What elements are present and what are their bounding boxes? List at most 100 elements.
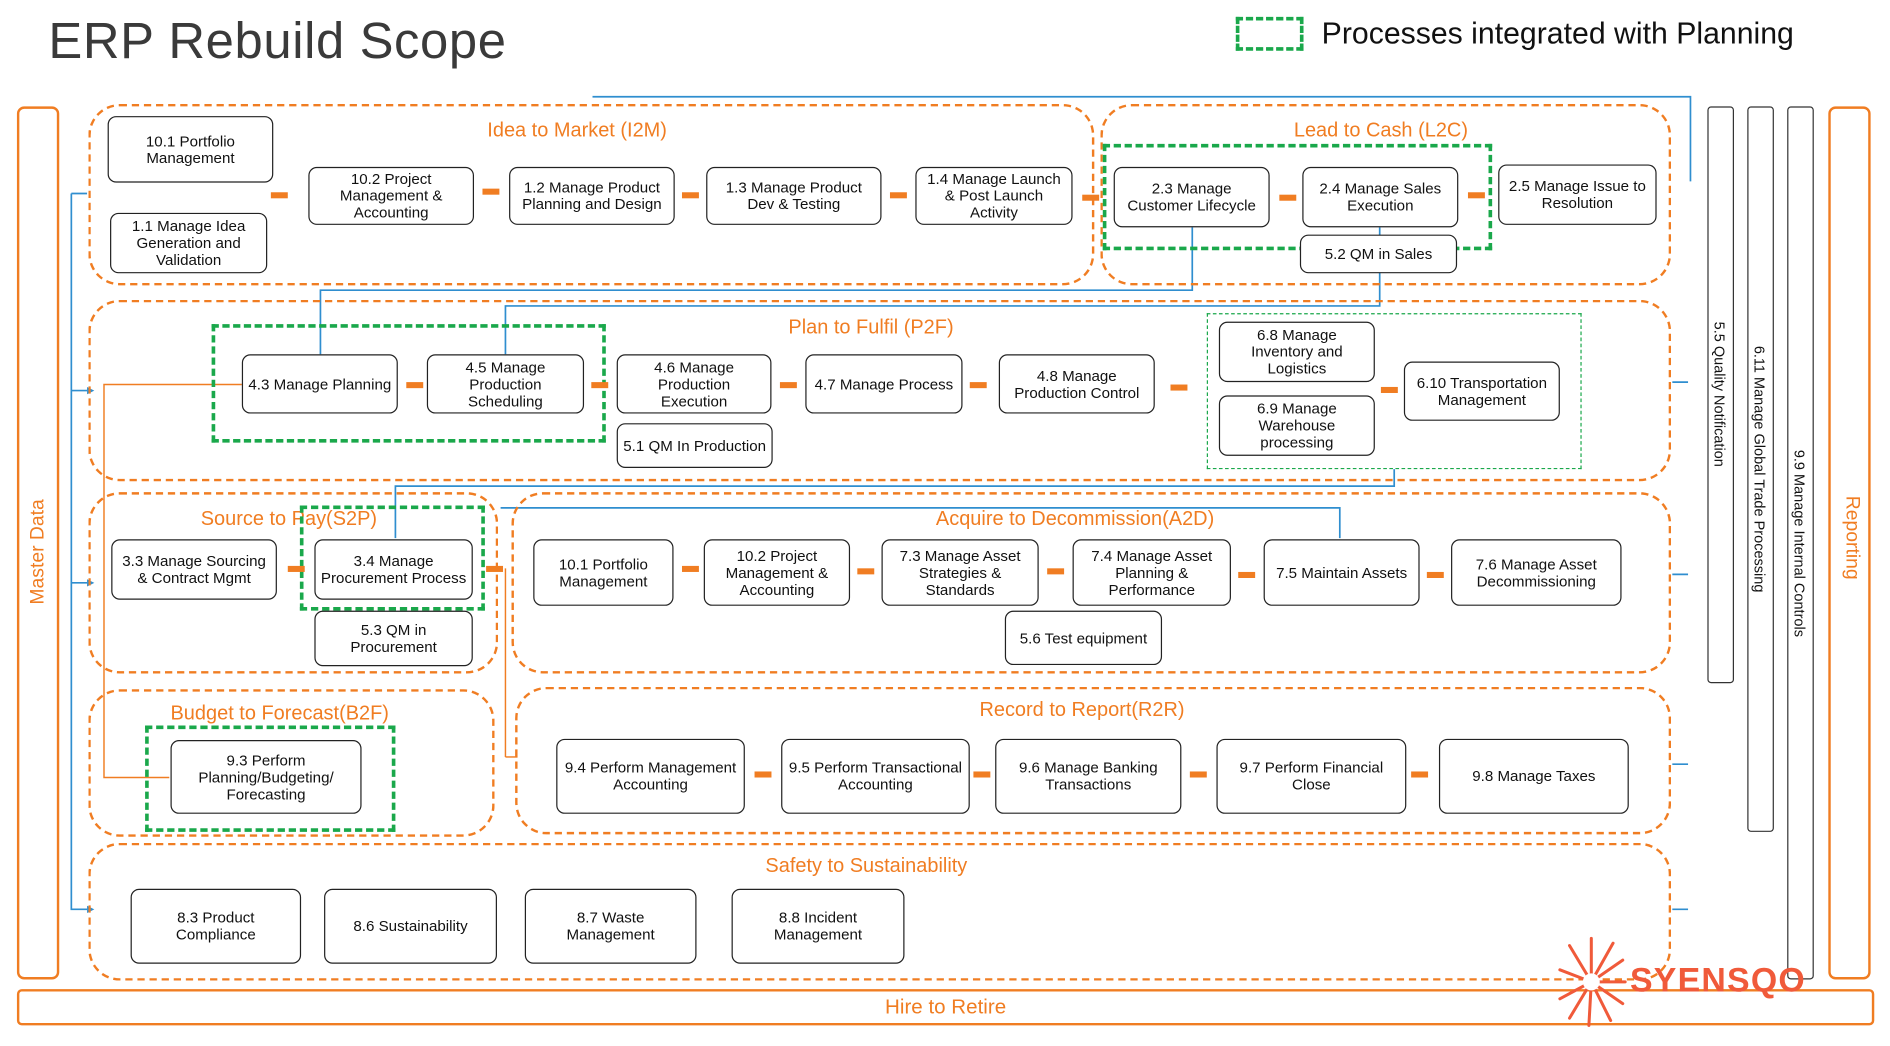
box-8-7-waste-management: 8.7 Waste Management [524,888,697,964]
syensqo-logo-text: SYENSQO [1630,961,1806,999]
planning-group-l2c [1102,143,1493,251]
box-9-6-banking: 9.6 Manage Banking Transactions [995,738,1182,814]
box-5-2-qm-sales: 5.2 QM in Sales [1299,234,1458,274]
box-5-6-test-equipment: 5.6 Test equipment [1004,610,1163,666]
group-r2r-label: Record to Report(R2R) [979,698,1185,721]
group-s2p-label: Source to Pay(S2P) [200,507,378,530]
flow-connector [486,565,504,572]
box-2-3-customer-lifecycle: 2.3 Manage Customer Lifecycle [1113,166,1270,228]
flow-connector [1467,192,1485,199]
internal-controls-bar [1787,106,1814,980]
box-4-8-production-control: 4.8 Manage Production Control [998,354,1155,414]
global-trade-label: 6.11 Manage Global Trade Processing [1750,345,1768,593]
box-1-3-product-dev: 1.3 Manage Product Dev & Testing [706,166,882,225]
group-b2f [88,689,495,837]
flow-connector [857,568,875,575]
flow-connector [889,192,907,199]
flow-connector [973,771,991,778]
group-a2d-label: Acquire to Decommission(A2D) [935,507,1215,530]
flow-connector [1189,771,1207,778]
box-9-8-taxes: 9.8 Manage Taxes [1438,738,1629,814]
box-1-4-launch: 1.4 Manage Launch & Post Launch Activity [915,166,1073,225]
hire-to-retire-label: Hire to Retire [885,995,1007,1019]
box-2-5-issue-resolution: 2.5 Manage Issue to Resolution [1498,164,1657,225]
flow-connector [681,565,699,572]
group-l2c-label: Lead to Cash (L2C) [1293,119,1468,142]
box-8-8-incident-management: 8.8 Incident Management [731,888,905,964]
flow-connector [1279,194,1297,201]
flow-connector [591,382,609,389]
flow-connector [1238,571,1256,578]
group-a2d [511,492,1672,674]
group-s2s [88,842,1672,981]
box-7-3-asset-strategies: 7.3 Manage Asset Strategies & Standards [881,539,1039,606]
box-5-3-qm-procurement: 5.3 QM in Procurement [314,610,473,667]
box-7-5-maintain-assets: 7.5 Maintain Assets [1263,539,1420,606]
group-p2f [88,299,1672,482]
box-6-10-transportation: 6.10 Transportation Management [1403,361,1560,421]
legend-swatch [1235,16,1304,51]
logistics-group [1206,313,1582,470]
box-6-9-warehouse: 6.9 Manage Warehouse processing [1218,395,1375,456]
flow-connector [482,188,500,195]
box-9-5-transactional-accounting: 9.5 Perform Transactional Accounting [781,738,970,814]
box-3-3-sourcing: 3.3 Manage Sourcing & Contract Mgmt [111,539,277,600]
flow-connector [1426,571,1444,578]
master-data-label: Master Data [27,499,49,605]
box-6-8-inventory: 6.8 Manage Inventory and Logistics [1218,321,1375,383]
planning-group-b2f [145,725,396,832]
box-9-7-financial-close: 9.7 Perform Financial Close [1216,738,1407,814]
quality-notification-bar [1707,106,1734,684]
group-b2f-label: Budget to Forecast(B2F) [170,702,389,725]
reporting-rail [1828,106,1871,980]
box-2-4-sales-execution: 2.4 Manage Sales Execution [1302,166,1459,228]
planning-group-s2p [299,505,485,611]
group-i2m-label: Idea to Market (I2M) [487,119,667,142]
box-4-7-process: 4.7 Manage Process [805,354,963,414]
box-10-2-project-a2d: 10.2 Project Management & Accounting [703,539,851,606]
flow-connector [1380,386,1398,393]
box-4-3-planning: 4.3 Manage Planning [241,354,398,414]
group-l2c [1100,103,1672,286]
box-10-1-portfolio: 10.1 Portfolio Management [107,116,274,183]
box-8-3-product-compliance: 8.3 Product Compliance [130,888,302,964]
box-5-1-qm-production: 5.1 QM In Production [616,423,773,468]
group-s2s-label: Safety to Sustainability [765,854,968,877]
box-1-1-idea-generation: 1.1 Manage Idea Generation and Validatio… [110,212,268,274]
flow-connector [270,192,288,199]
box-9-4-management-accounting: 9.4 Perform Management Accounting [556,738,745,814]
flow-connector [287,565,305,572]
box-10-1-portfolio-a2d: 10.1 Portfolio Management [533,539,674,606]
flow-connector [1047,568,1065,575]
quality-notification-label: 5.5 Quality Notification [1711,321,1728,467]
group-s2p [88,492,499,674]
box-7-4-asset-planning: 7.4 Manage Asset Planning & Performance [1072,539,1231,606]
box-4-6-production-execution: 4.6 Manage Production Execution [616,354,772,414]
box-9-3-budgeting: 9.3 Perform Planning/Budgeting/ Forecast… [170,740,362,814]
flow-connector [1170,384,1188,391]
reporting-label: Reporting [1841,495,1863,580]
box-8-6-sustainability: 8.6 Sustainability [324,888,497,964]
flow-connector [754,771,772,778]
box-10-2-project-mgmt: 10.2 Project Management & Accounting [308,166,475,225]
group-p2f-label: Plan to Fulfil (P2F) [788,316,954,339]
flow-connector [1411,771,1429,778]
box-7-6-decommissioning: 7.6 Manage Asset Decommissioning [1451,539,1622,606]
flow-connector [969,382,987,389]
box-1-2-product-planning: 1.2 Manage Product Planning and Design [509,166,675,225]
legend-label: Processes integrated with Planning [1321,16,1794,51]
global-trade-bar [1747,106,1774,832]
syensqo-logo-mark [1558,936,1627,1027]
internal-controls-label: 9.9 Manage Internal Controls [1790,449,1808,637]
master-data-rail [16,106,60,980]
hire-to-retire-bar: Hire to Retire [16,989,1875,1026]
group-r2r [515,686,1672,835]
page-title: ERP Rebuild Scope [48,12,507,69]
flow-connector [406,382,424,389]
flow-connector [681,192,699,199]
box-4-5-production-scheduling: 4.5 Manage Production Scheduling [426,354,585,414]
box-3-4-procurement: 3.4 Manage Procurement Process [314,539,473,600]
flow-connector [1082,194,1100,201]
flow-connector [779,382,797,389]
